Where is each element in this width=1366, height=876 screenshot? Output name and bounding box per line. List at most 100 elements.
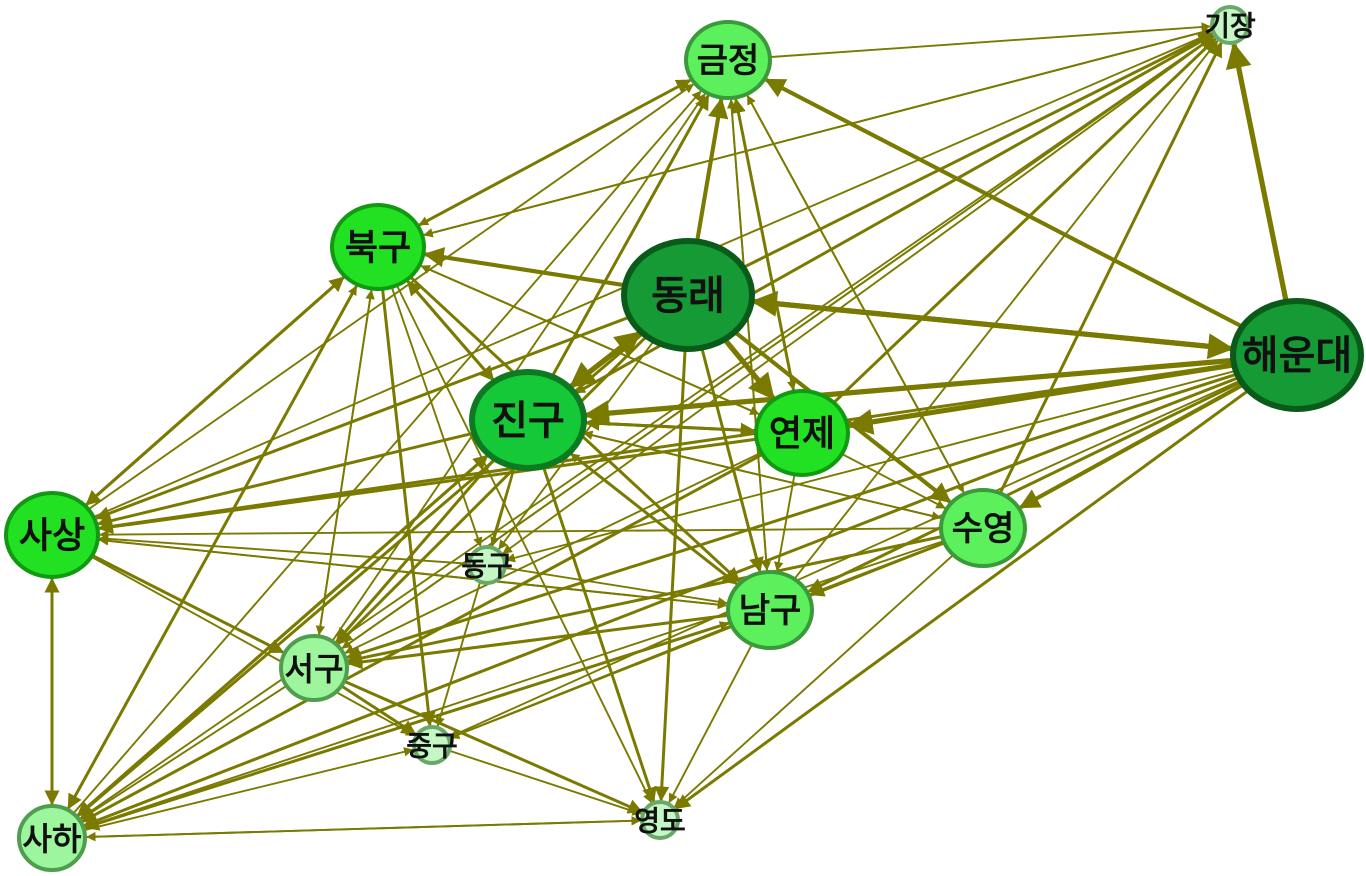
edge-haeundae-to-seogu [345,365,1262,661]
edge-namgu-to-saha [83,616,747,831]
node-circle-gijang [1210,5,1250,45]
node-label-geumjeong: 금정 [697,41,760,81]
edge-haeundae-to-yeongdo [674,374,1269,810]
edge-bukgu-to-jingu [393,265,495,382]
edge-suyeong-to-geumjeong [746,95,973,509]
node-label-dongnae: 동래 [651,273,725,319]
node-circle-yeongdo [640,800,680,840]
edge-suyeong-to-seogu [346,531,959,666]
edge-gijang-to-donggu [502,30,1222,555]
edge-junggu-to-yeongdo [441,747,642,816]
node-label-yeonje: 연제 [769,414,835,455]
edge-haeundae-to-jingu [583,355,1260,427]
edge-yeongdo-to-saha [86,819,650,842]
node-namgu: 남구 [726,570,814,650]
node-sasang: 사상 [4,491,100,579]
node-circle-sasang [4,491,100,579]
node-circle-jingu [469,369,587,471]
edge-haeundae-to-suyeong [1018,370,1266,510]
edge-namgu-to-seogu [347,611,746,670]
edge-seogu-to-yeongdo [331,674,644,814]
edge-yeonje-to-sasang [97,435,775,535]
edge-suyeong-to-yeongdo [674,543,966,808]
node-label-saha: 사하 [23,820,82,858]
edge-donggu-to-sasang [98,534,477,566]
edge-geumjeong-to-gijang [753,22,1211,60]
node-label-haeundae: 해운대 [1242,333,1352,379]
edge-haeundae-to-geumjeong [764,77,1266,340]
edge-namgu-to-geumjeong [726,98,770,588]
edge-dongnae-to-gijang [720,32,1214,280]
edge-gijang-to-bukgu [423,26,1220,238]
node-circle-dongnae [621,238,755,352]
edge-sasang-to-geumjeong [73,83,694,521]
edge-dongnae-to-bukgu [423,247,651,292]
edge-suyeong-to-gijang [991,41,1223,508]
node-circle-bukgu [330,203,426,291]
node-donggu: 동구 [461,545,513,585]
edge-dongnae-to-sasang [94,306,654,521]
node-label-jingu: 진구 [491,398,565,444]
node-yeonje: 연제 [754,389,850,477]
node-seogu: 서구 [279,634,349,702]
edge-sasang-to-seogu [75,545,285,654]
edge-suyeong-to-junggu [449,536,961,739]
edge-suyeong-to-saha [84,534,960,829]
node-label-donggu: 동구 [461,550,513,583]
edge-saha-to-bukgu [60,285,358,822]
edge-namgu-to-gijang [783,39,1219,593]
edge-suyeong-to-sasang [99,527,958,540]
edge-yeonje-to-suyeong [825,444,946,509]
edge-saha-to-geumjeong [64,90,702,824]
edge-bukgu-to-donggu [385,270,483,547]
edge-yeonje-to-jingu [584,415,775,434]
node-circle-geumjeong [684,20,772,100]
node-geumjeong: 금정 [684,20,772,100]
node-label-seogu: 서구 [285,650,344,688]
edge-yeonje-to-gijang [820,37,1217,416]
node-label-namgu: 남구 [739,591,802,631]
node-label-gijang: 기장 [1204,10,1256,43]
edge-seogu-to-saha [80,677,299,820]
node-suyeong: 수영 [939,488,1027,568]
edge-saha-to-junggu [70,747,414,835]
edge-dongnae-to-yeongdo [654,327,688,802]
edge-namgu-to-sasang [98,536,746,609]
edge-layer [44,22,1294,842]
edge-bukgu-to-yeonje [402,257,760,415]
node-circle-saha [17,804,87,872]
edge-sasang-to-junggu [75,547,416,737]
node-label-suyeong: 수영 [952,509,1015,549]
node-label-junggu: 중구 [406,730,458,763]
edge-sasang-to-bukgu [70,276,345,519]
edge-dongnae-to-haeundae [725,296,1235,360]
edge-seogu-to-bukgu [315,289,375,650]
edge-yeonje-to-namgu [773,457,799,572]
node-dongnae: 동래 [621,238,755,352]
edge-haeundae-to-namgu [807,369,1265,593]
edge-haeundae-to-gijang [1225,42,1294,324]
edge-namgu-to-yeongdo [668,630,761,804]
node-label-sasang: 사상 [19,516,85,557]
edge-gijang-to-saha [79,30,1222,820]
node-bukgu: 북구 [330,203,426,291]
node-saha: 사하 [17,804,87,872]
edge-jingu-to-seogu [335,442,510,644]
edge-saha-to-jingu [65,454,489,827]
node-gijang: 기장 [1204,5,1256,45]
edge-jingu-to-junggu [435,447,521,727]
node-circle-seogu [279,634,349,702]
node-label-yeongdo: 영도 [634,805,686,838]
edge-seogu-to-junggu [329,677,417,736]
edge-geumjeong-to-bukgu [418,70,707,226]
node-junggu: 중구 [406,725,458,765]
node-circle-namgu [726,570,814,650]
edge-bukgu-to-junggu [379,271,436,727]
edge-jingu-to-yeongdo [535,447,657,803]
edge-donggu-to-namgu [497,565,728,607]
node-circle-suyeong [939,488,1027,568]
node-circle-yeonje [754,389,850,477]
edge-dongnae-to-geumjeong [691,97,729,264]
